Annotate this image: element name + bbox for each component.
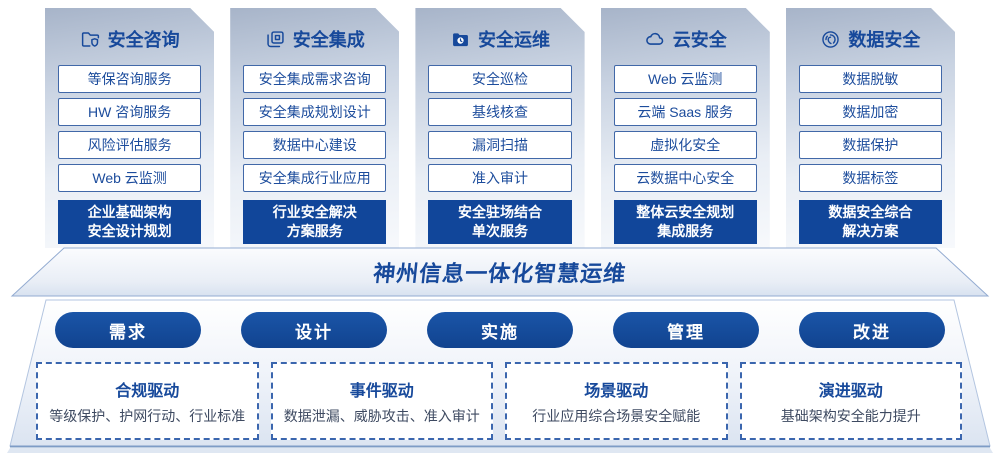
service-item: 漏洞扫描 [428,131,571,159]
service-item: 虚拟化安全 [614,131,757,159]
footer-line: 数据安全综合 [828,204,913,220]
driver-title: 事件驱动 [349,382,414,400]
service-item: 云端 Saas 服务 [614,98,757,126]
card-footer-highlight: 企业基础架构 安全设计规划 [58,200,201,244]
card-title: 安全咨询 [107,30,180,50]
service-item: 准入审计 [428,164,571,192]
driver-box-scenario: 场景驱动 行业应用综合场景安全赋能 [505,362,728,440]
footer-line: 企业基础架构 [87,204,172,220]
driver-title: 场景驱动 [584,382,649,400]
card-title: 安全集成 [292,30,365,50]
service-item: Web 云监测 [614,65,757,93]
card-header: 数据安全 [786,26,955,52]
card-header: 安全咨询 [45,26,214,52]
driver-box-evolution: 演进驱动 基础架构安全能力提升 [739,362,962,440]
card-items: 数据脱敏 数据加密 数据保护 数据标签 [786,65,955,192]
service-item: 数据脱敏 [799,65,942,93]
fingerprint-icon [820,29,841,50]
service-item: 数据标签 [799,164,942,192]
service-item: HW 咨询服务 [58,98,201,126]
footer-line: 方案服务 [286,222,343,239]
process-steps-row: 需求 设计 实施 管理 改进 [55,312,945,348]
driver-desc: 基础架构安全能力提升 [780,407,921,424]
process-step-pill: 改进 [799,312,945,348]
footer-line: 解决方案 [842,222,899,239]
process-step-pill: 需求 [55,312,201,348]
card-data-security: 数据安全 数据脱敏 数据加密 数据保护 数据标签 数据安全综合 解决方案 [786,8,955,248]
card-items: 安全巡检 基线核查 漏洞扫描 准入审计 [415,65,584,192]
service-item: 安全集成行业应用 [243,164,386,192]
card-header: 云安全 [601,26,770,52]
process-step-pill: 管理 [613,312,759,348]
service-item: 数据加密 [799,98,942,126]
card-title: 云安全 [672,30,727,50]
service-item: 安全巡检 [428,65,571,93]
card-header: 安全集成 [230,26,399,52]
folder-clock-icon [450,29,471,50]
folder-shield-icon [80,29,101,50]
banner-title: 神州信息一体化智慧运维 [372,261,628,286]
driver-title: 演进驱动 [818,382,883,400]
process-step-pill: 实施 [427,312,573,348]
card-items: 安全集成需求咨询 安全集成规划设计 数据中心建设 安全集成行业应用 [230,65,399,192]
card-footer-highlight: 行业安全解决 方案服务 [243,200,386,244]
card-security-operations: 安全运维 安全巡检 基线核查 漏洞扫描 准入审计 安全驻场结合 单次服务 [415,8,584,248]
card-cloud-security: 云安全 Web 云监测 云端 Saas 服务 虚拟化安全 云数据中心安全 整体云… [601,8,770,248]
service-item: 安全集成规划设计 [243,98,386,126]
driver-box-incident: 事件驱动 数据泄漏、威胁攻击、准入审计 [270,362,493,440]
card-footer-highlight: 数据安全综合 解决方案 [799,200,942,244]
driver-title: 合规驱动 [115,382,180,400]
card-items: Web 云监测 云端 Saas 服务 虚拟化安全 云数据中心安全 [601,65,770,192]
cloud-icon [644,28,666,50]
footer-line: 单次服务 [472,222,528,239]
copy-icon [265,29,286,50]
driver-box-compliance: 合规驱动 等级保护、护网行动、行业标准 [36,362,259,440]
card-security-consulting: 安全咨询 等保咨询服务 HW 咨询服务 风险评估服务 Web 云监测 企业基础架… [45,8,214,248]
process-step-pill: 设计 [241,312,387,348]
card-footer-highlight: 安全驻场结合 单次服务 [428,200,571,244]
driver-desc: 等级保护、护网行动、行业标准 [49,407,246,424]
service-cards-row: 安全咨询 等保咨询服务 HW 咨询服务 风险评估服务 Web 云监测 企业基础架… [45,8,955,248]
service-item: 安全集成需求咨询 [243,65,386,93]
card-security-integration: 安全集成 安全集成需求咨询 安全集成规划设计 数据中心建设 安全集成行业应用 行… [230,8,399,248]
service-item: 云数据中心安全 [614,164,757,192]
card-title: 安全运维 [478,30,550,50]
driver-desc: 行业应用综合场景安全赋能 [532,407,701,424]
footer-line: 安全设计规划 [87,222,172,239]
drivers-row: 合规驱动 等级保护、护网行动、行业标准 事件驱动 数据泄漏、威胁攻击、准入审计 … [36,362,962,440]
card-header: 安全运维 [415,26,584,52]
footer-line: 行业安全解决 [272,204,357,220]
footer-line: 集成服务 [657,222,714,239]
banner-trapezoid [10,247,990,297]
service-item: 等保咨询服务 [58,65,201,93]
footer-line: 安全驻场结合 [458,204,542,220]
card-title: 数据安全 [848,30,921,50]
service-item: 数据保护 [799,131,942,159]
service-item: 基线核查 [428,98,571,126]
driver-desc: 数据泄漏、威胁攻击、准入审计 [283,407,480,424]
service-item: Web 云监测 [58,164,201,192]
service-item: 风险评估服务 [58,131,201,159]
service-item: 数据中心建设 [243,131,386,159]
card-items: 等保咨询服务 HW 咨询服务 风险评估服务 Web 云监测 [45,65,214,192]
card-footer-highlight: 整体云安全规划 集成服务 [614,200,757,244]
footer-line: 整体云安全规划 [636,204,735,220]
